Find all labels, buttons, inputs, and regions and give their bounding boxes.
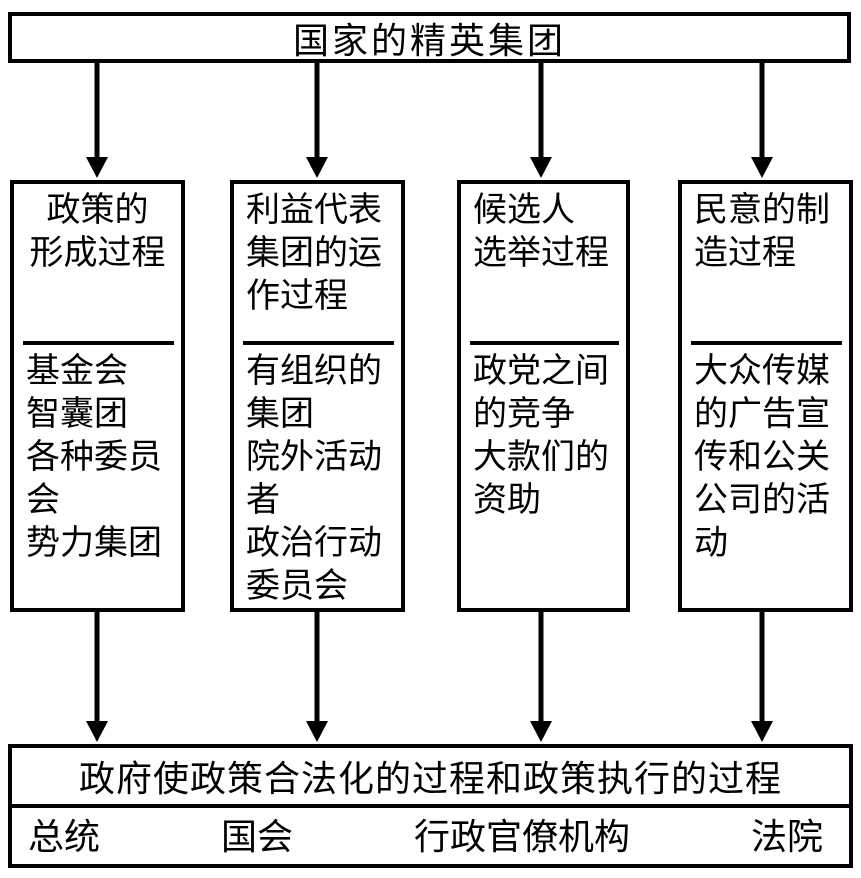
arrow-down-icon <box>85 63 109 178</box>
arrow-down-icon <box>750 63 774 178</box>
divider-line <box>23 341 174 345</box>
list-item: 大众传媒的广告宣传和公关公司的活动 <box>694 353 830 562</box>
column-items: 有组织的集团院外活动者政治行动委员会 <box>246 350 393 608</box>
arrow-down-icon <box>305 612 329 742</box>
column-items: 基金会智囊团各种委员会势力集团 <box>26 350 173 565</box>
institution-president: 总统 <box>28 817 101 857</box>
arrow-head <box>751 157 773 178</box>
list-item: 有组织的集团 <box>246 353 382 433</box>
list-item: 院外活动者 <box>246 439 382 519</box>
interest-groups-box: 利益代表 集团的运 作过程 有组织的集团院外活动者政治行动委员会 <box>230 180 405 612</box>
arrow-shaft <box>538 63 544 162</box>
arrow-head <box>530 157 552 178</box>
divider-line <box>470 341 619 345</box>
arrow-down-icon <box>529 612 553 742</box>
government-process-box: 政府使政策合法化的过程和政策执行的过程 总统 国会 行政官僚机构 法院 <box>8 744 853 868</box>
list-item: 智囊团 <box>26 396 128 433</box>
arrow-shaft <box>759 612 765 726</box>
government-process-title: 政府使政策合法化的过程和政策执行的过程 <box>78 759 782 799</box>
policy-formation-box: 政策的 形成过程 基金会智囊团各种委员会势力集团 <box>10 180 185 612</box>
divider-line <box>243 341 394 345</box>
institution-courts: 法院 <box>750 817 823 857</box>
elite-group-title: 国家的精英集团 <box>292 20 566 61</box>
arrow-shaft <box>538 612 544 726</box>
candidate-election-box: 候选人 选举过程 政党之间的竞争大款们的资助 <box>457 180 630 612</box>
list-item: 政治行动委员会 <box>246 525 382 605</box>
arrow-head <box>306 157 328 178</box>
column-title: 利益代表 集团的运 作过程 <box>246 192 382 315</box>
elite-group-box: 国家的精英集团 <box>8 12 851 63</box>
institution-bureaucracy: 行政官僚机构 <box>413 817 630 857</box>
arrow-shaft <box>759 63 765 162</box>
list-item: 政党之间的竞争 <box>473 353 609 433</box>
column-title: 民意的制 造过程 <box>694 192 830 272</box>
arrow-shaft <box>94 63 100 162</box>
institution-congress: 国会 <box>220 817 293 857</box>
arrow-down-icon <box>305 63 329 178</box>
column-items: 政党之间的竞争大款们的资助 <box>473 350 618 522</box>
list-item: 各种委员会 <box>26 439 162 519</box>
arrow-shaft <box>94 612 100 726</box>
public-opinion-box: 民意的制 造过程 大众传媒的广告宣传和公关公司的活动 <box>678 180 853 612</box>
arrow-down-icon <box>529 63 553 178</box>
list-item: 大款们的资助 <box>473 439 609 519</box>
list-item: 势力集团 <box>26 525 162 562</box>
arrow-shaft <box>314 612 320 726</box>
arrow-shaft <box>314 63 320 162</box>
column-title: 候选人 选举过程 <box>473 192 609 272</box>
column-items: 大众传媒的广告宣传和公关公司的活动 <box>694 350 841 565</box>
list-item: 基金会 <box>26 353 128 390</box>
divider-line <box>12 804 849 808</box>
institutions-row: 总统 国会 行政官僚机构 法院 <box>12 808 849 864</box>
divider-line <box>691 341 842 345</box>
arrow-down-icon <box>85 612 109 742</box>
arrow-head <box>86 721 108 742</box>
arrow-head <box>751 721 773 742</box>
arrow-head <box>530 721 552 742</box>
arrow-down-icon <box>750 612 774 742</box>
column-title: 政策的 形成过程 <box>29 192 166 272</box>
arrow-head <box>86 157 108 178</box>
arrow-head <box>306 721 328 742</box>
